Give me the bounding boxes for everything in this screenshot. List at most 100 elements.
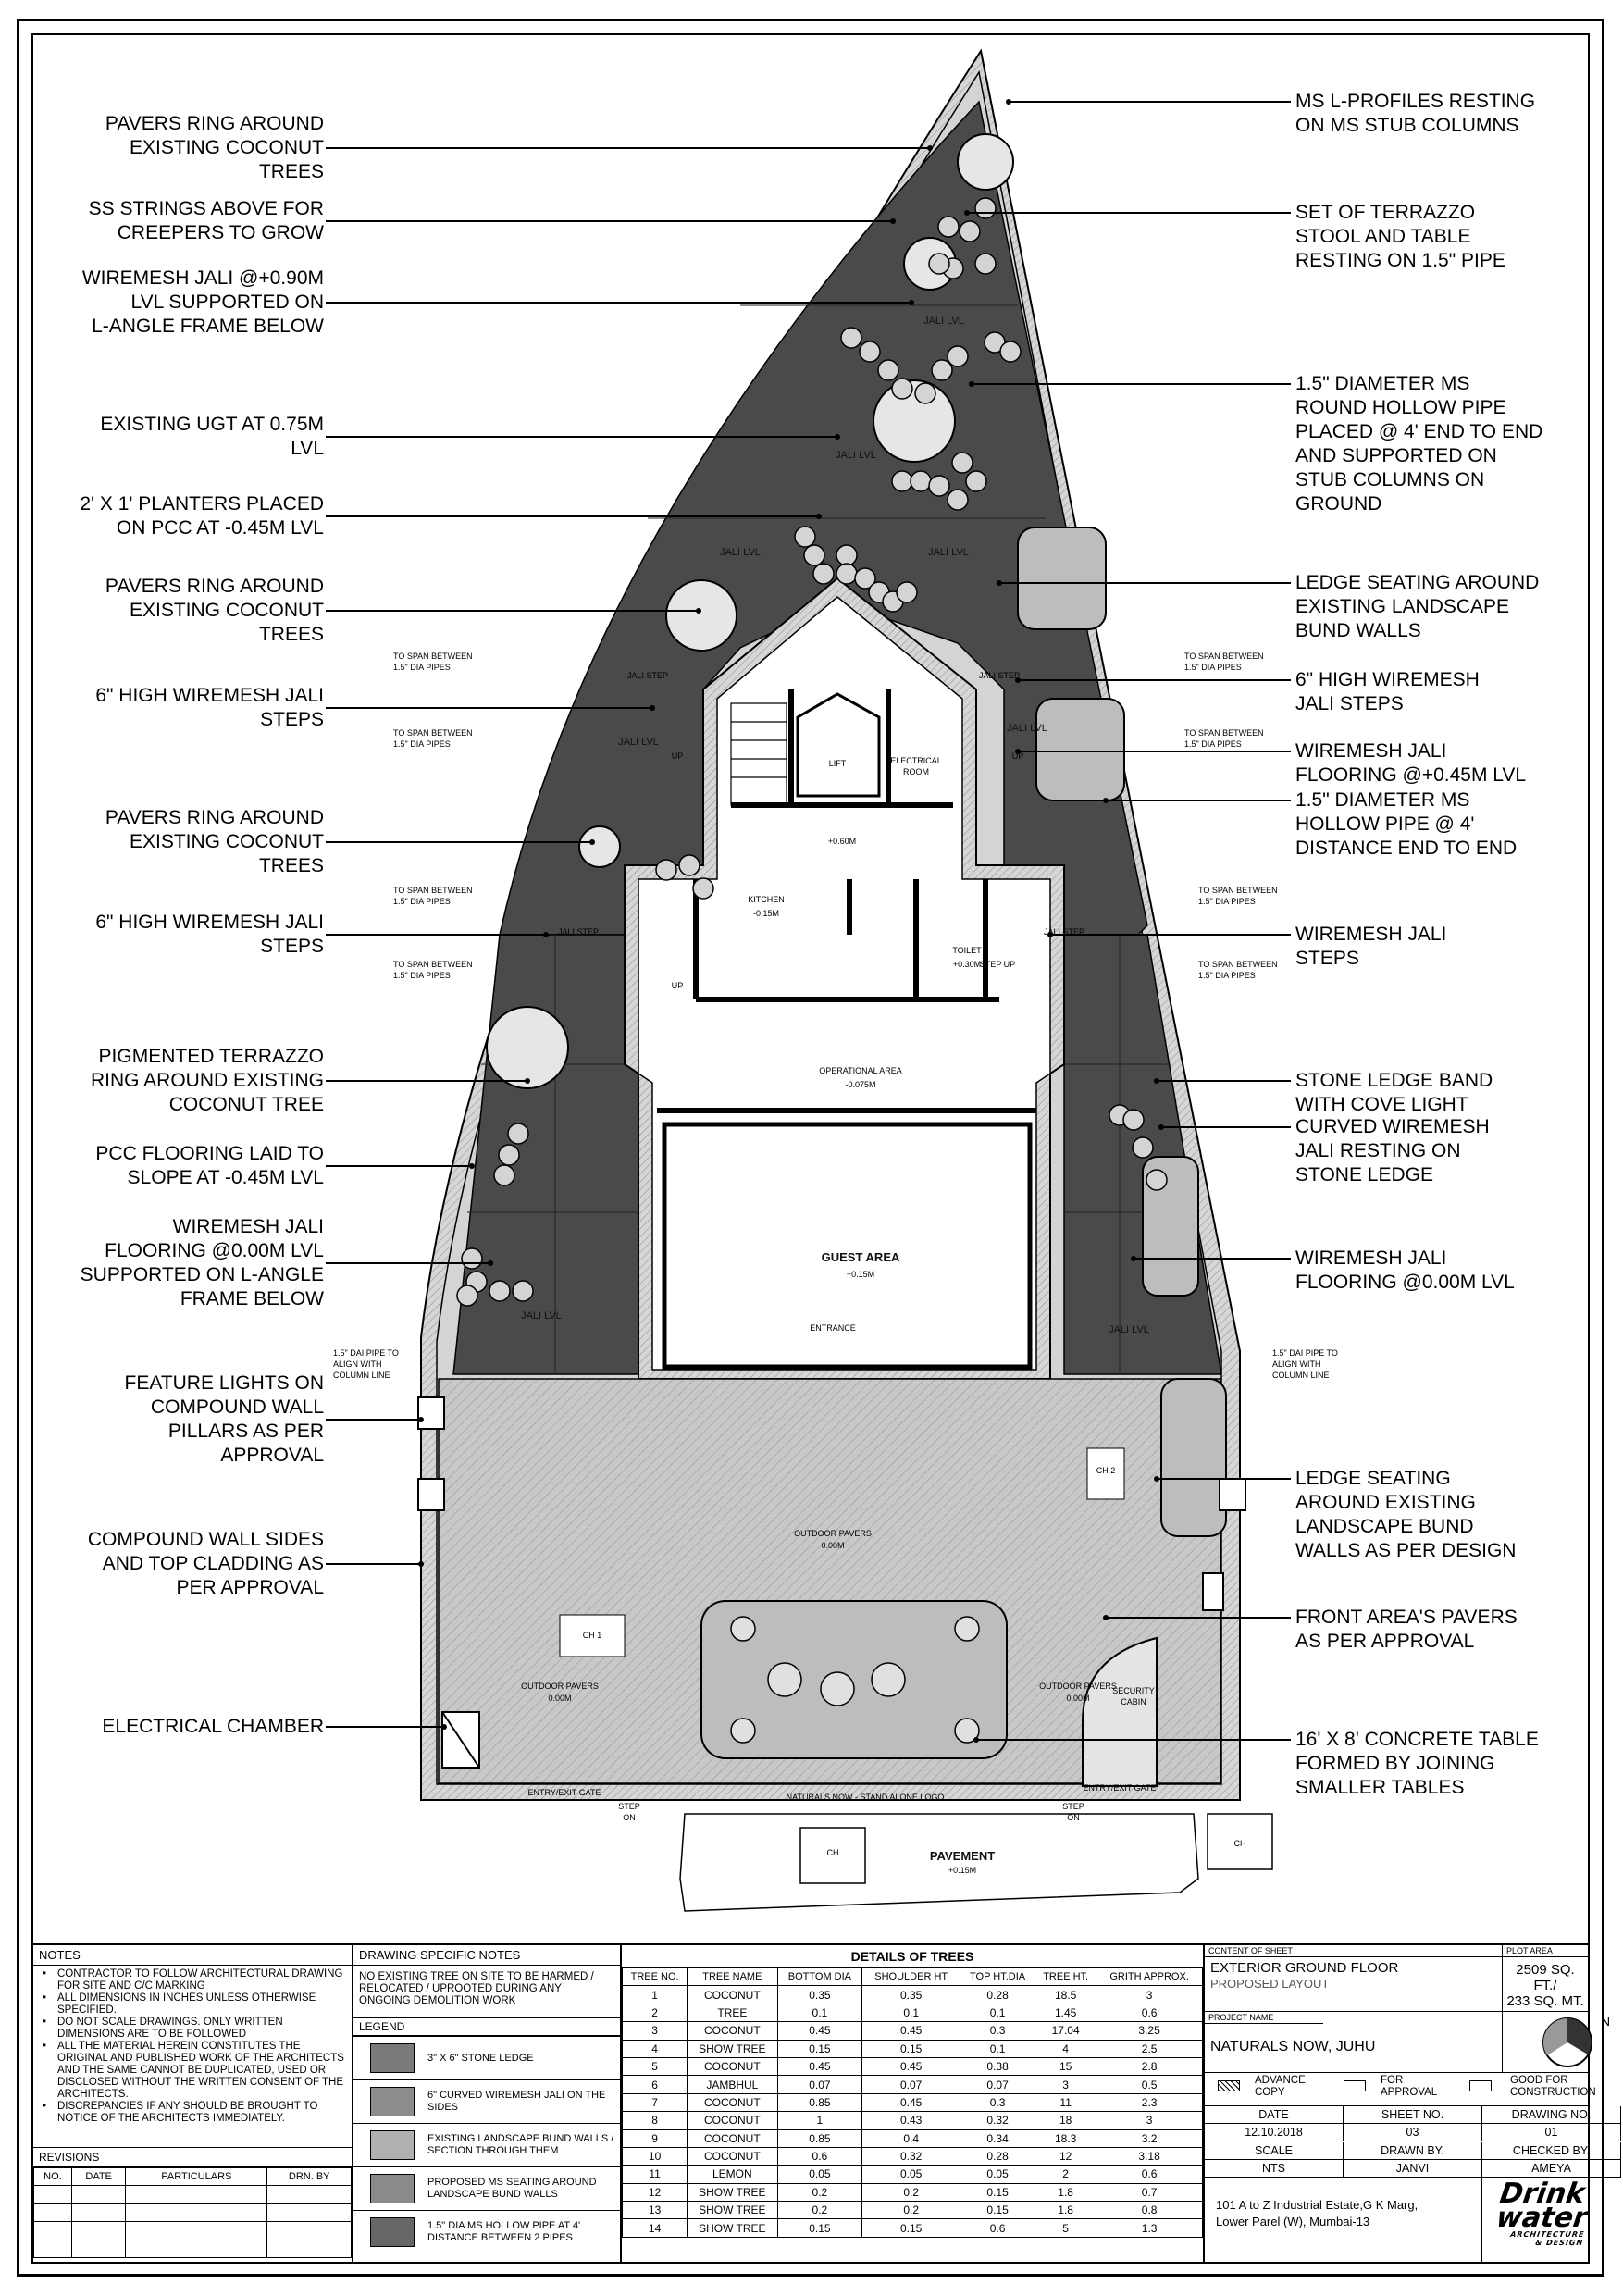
planter-stool (812, 563, 835, 585)
tree-cell: SHOW TREE (687, 2201, 778, 2220)
planter-stool (461, 1247, 483, 1270)
info-scale-label: SCALE (1205, 2142, 1344, 2160)
status-advance-box (1218, 2080, 1240, 2091)
tree-cell: 2.3 (1096, 2092, 1203, 2113)
trees-header: SHOULDER HT (861, 1967, 961, 1987)
revision-cell (125, 2203, 268, 2223)
tree-cell: 0.7 (1096, 2182, 1203, 2203)
tree-cell: 0.15 (861, 2039, 961, 2058)
callout-right: STONE LEDGE BAND WITH COVE LIGHT (1295, 1070, 1493, 1115)
planter-stool (928, 475, 950, 497)
plan-label-jali-step: JALI STEP (627, 671, 668, 680)
tree-cell: 15 (1035, 2056, 1097, 2077)
tree-cell: 10 (621, 2146, 688, 2166)
logo-line2: water (1494, 2202, 1590, 2234)
planter-stool (1122, 1109, 1145, 1131)
tree-cell: 0.28 (960, 1985, 1036, 2004)
trees-header: TREE NAME (687, 1967, 778, 1987)
revision-cell (33, 2221, 72, 2240)
address: 101 A to Z Industrial Estate,G K Marg, L… (1216, 2198, 1419, 2228)
tree-cell: 5 (621, 2056, 688, 2077)
tree-cell: 7 (621, 2092, 688, 2113)
tree-cell: 1.3 (1096, 2218, 1203, 2238)
info-drawn-by-label: DRAWN BY. (1344, 2142, 1482, 2160)
info-sheet-no-label: SHEET NO. (1344, 2106, 1482, 2124)
tree-cell: 3.2 (1096, 2128, 1203, 2148)
revision-cell (266, 2239, 352, 2258)
info-checked-by: AMEYA (1482, 2160, 1621, 2178)
legend-text: PROPOSED MS SEATING AROUND LANDSCAPE BUN… (427, 2177, 597, 2200)
trees-header: TREE HT. (1035, 1967, 1097, 1987)
tree-cell: 1.8 (1035, 2201, 1097, 2220)
callout-left: PAVERS RING AROUND EXISTING COCONUT TREE… (105, 576, 324, 645)
revision-cell (70, 2239, 127, 2258)
plan-label-up: UP (672, 751, 684, 761)
tree-cell: 0.85 (776, 2128, 863, 2148)
callout-right: WIREMESH JALI FLOORING @0.00M LVL (1295, 1247, 1515, 1293)
plan-label-entry-exit-gate: ENTRY/EXIT GATE (527, 1788, 601, 1797)
tree-cell: 0.2 (776, 2201, 863, 2220)
plan-label-toilet-level: +0.30M (953, 960, 981, 969)
tree-cell: 8 (621, 2111, 688, 2130)
tree-cell: 0.2 (776, 2182, 863, 2203)
info-drawing-no-label: DRAWING NO. (1482, 2106, 1621, 2124)
info-checked-by-label: CHECKED BY. (1482, 2142, 1621, 2160)
tree-cell: 1.45 (1035, 2003, 1097, 2023)
sheet-outer-border (17, 19, 1604, 2277)
firm-logo: Drink water ARCHITECTURE & DESIGN (1493, 2178, 1592, 2247)
logo-cell: Drink water ARCHITECTURE & DESIGN (1482, 2178, 1589, 2262)
callout-right: CURVED WIREMESH JALI RESTING ON STONE LE… (1295, 1116, 1490, 1185)
plan-label-outdoor-pavers: OUTDOOR PAVERS (521, 1682, 599, 1691)
concrete-table (700, 1600, 1008, 1759)
planter-stool (456, 1285, 478, 1307)
tree-cell: 0.34 (960, 2128, 1036, 2148)
ch-box-right (1207, 1813, 1273, 1870)
callout-left: 2' X 1' PLANTERS PLACED ON PCC AT -0.45M… (80, 493, 324, 539)
plan-label-toilet: TOILET (952, 946, 982, 955)
plan-label-ch1: CH 1 (583, 1631, 602, 1640)
tree-cell: 0.1 (861, 2003, 961, 2023)
plan-label-kitchen-level: -0.15M (753, 909, 779, 918)
tree-cell: 0.32 (960, 2111, 1036, 2130)
planter-stool (512, 1280, 534, 1302)
tree-cell: 0.85 (776, 2092, 863, 2113)
info-date-label: DATE (1205, 2106, 1344, 2124)
tree-cell: COCONUT (687, 2021, 778, 2041)
legend-swatch (370, 2043, 415, 2073)
callout-left: PCC FLOORING LAID TO SLOPE AT -0.45M LVL (95, 1143, 324, 1188)
status-construction-box (1469, 2080, 1492, 2091)
tree-cell: 0.5 (1096, 2075, 1203, 2094)
plan-label-pavement-level: +0.15M (948, 1866, 976, 1875)
tree-cell: 18 (1035, 2111, 1097, 2130)
north-label: N (1601, 2014, 1611, 2029)
specific-notes-title: DRAWING SPECIFIC NOTES (353, 1945, 620, 1966)
tree-cell: COCONUT (687, 2128, 778, 2148)
callout-left: WIREMESH JALI FLOORING @0.00M LVL SUPPOR… (80, 1216, 324, 1309)
planter-stool (974, 197, 997, 219)
plan-label-guest-level: +0.15M (847, 1270, 874, 1279)
revision-row (33, 2203, 352, 2223)
legend-text: EXISTING LANDSCAPE BUND WALLS / SECTION … (427, 2133, 614, 2156)
tree-cell: 3.18 (1096, 2146, 1203, 2166)
callout-right: 6" HIGH WIREMESH JALI STEPS (1295, 669, 1480, 714)
tree-cell: 6 (621, 2075, 688, 2094)
tree-cell: SHOW TREE (687, 2182, 778, 2203)
note-item: DO NOT SCALE DRAWINGS. ONLY WRITTEN DIME… (39, 2017, 346, 2041)
content-of-sheet-cell: CONTENT OF SHEET EXTERIOR GROUND FLOOR P… (1205, 1945, 1503, 2012)
jali-deck-left (452, 934, 639, 1375)
plan-label-outdoor-pavers: OUTDOOR PAVERS (1039, 1682, 1117, 1691)
north-arrow-icon (1542, 2017, 1592, 2067)
tree-cell: 2.5 (1096, 2039, 1203, 2058)
project-name-label: PROJECT NAME (1205, 2012, 1323, 2024)
plot-area-cell: PLOT AREA 2509 SQ. FT./ 233 SQ. MT. (1503, 1945, 1588, 2012)
tree-cell: 0.35 (861, 1985, 961, 2004)
tree-cell: 12 (1035, 2146, 1097, 2166)
plan-label-jali-lvl: JALI LVL (923, 316, 964, 327)
trees-header: TOP HT.DIA (960, 1967, 1036, 1987)
tree-cell: 0.4 (861, 2128, 961, 2148)
